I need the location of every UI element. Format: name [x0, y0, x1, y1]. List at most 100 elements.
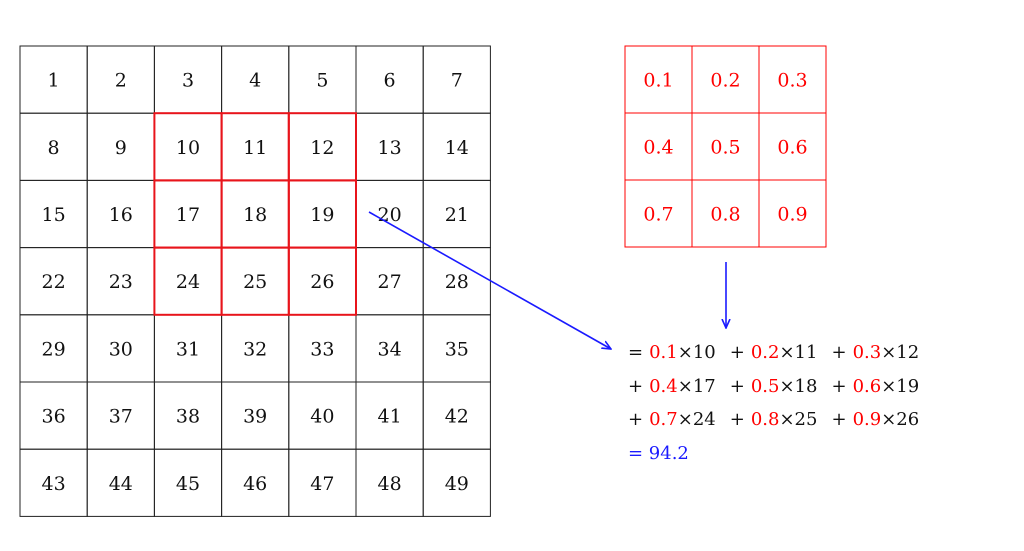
input-cell-value: 6	[384, 70, 396, 92]
input-cell-value: 14	[445, 137, 469, 159]
formula-operator: =	[628, 342, 644, 363]
input-cell-value: 23	[109, 271, 133, 293]
input-cell-value: 22	[42, 271, 66, 293]
input-cell-value: 42	[445, 406, 469, 428]
plus-sign: +	[729, 409, 745, 430]
formula-line: +0.7×24+0.8×25+0.9×26	[628, 403, 919, 437]
input-cell-value: 25	[243, 271, 267, 293]
term-value: ×10	[677, 342, 716, 363]
input-cell-value: 12	[310, 137, 334, 159]
input-cell-value: 44	[109, 473, 133, 495]
plus-sign: +	[729, 375, 745, 397]
kernel-weight: 0.4	[643, 137, 673, 159]
formula-operator: +	[628, 375, 644, 397]
plus-sign: +	[831, 409, 847, 430]
input-cell-value: 31	[176, 338, 200, 360]
input-cell-value: 15	[42, 204, 66, 226]
plus-sign: +	[831, 342, 847, 363]
input-cell-value: 48	[378, 473, 402, 495]
kernel-cell	[758, 179, 827, 248]
kernel-weight: 0.1	[643, 70, 673, 92]
input-cell-value: 10	[176, 137, 200, 159]
input-cell	[422, 448, 491, 517]
input-cell-value: 32	[243, 338, 267, 360]
term-value: ×25	[779, 409, 818, 430]
input-cell-value: 33	[310, 338, 334, 360]
input-cell-value: 3	[182, 70, 194, 92]
input-cell-value: 49	[445, 473, 469, 495]
receptive-field-highlight	[153, 112, 357, 316]
input-cell-value: 37	[109, 406, 133, 428]
input-cell-value: 35	[445, 338, 469, 360]
input-cell-value: 9	[115, 137, 127, 159]
input-cell-value: 45	[176, 473, 200, 495]
input-cell-value: 17	[176, 204, 200, 226]
input-cell-value: 30	[109, 338, 133, 360]
formula-term: 0.7×24	[649, 403, 716, 437]
formula-term: 0.2×11	[751, 336, 818, 370]
input-cell-value: 26	[310, 271, 334, 293]
input-cell-value: 46	[243, 473, 267, 495]
kernel-weight: 0.5	[710, 137, 740, 159]
input-cell-value: 40	[310, 406, 334, 428]
formula-line: =0.1×10 +0.2×11 +0.3×12	[628, 336, 919, 370]
formula-term: 0.3×12	[853, 336, 920, 370]
formula-line: +0.4×17+0.5×18+0.6×19	[628, 370, 919, 404]
input-cell-value: 20	[378, 204, 402, 226]
term-value: ×17	[677, 375, 716, 397]
input-cell-value: 2	[115, 70, 127, 92]
kernel-weight: 0.9	[777, 204, 807, 226]
formula-term: 0.6×19	[853, 370, 920, 404]
term-weight: 0.6	[852, 375, 882, 397]
kernel-weight: 0.6	[777, 137, 807, 159]
term-value: ×12	[881, 342, 920, 363]
term-value: ×18	[779, 375, 818, 397]
formula-result: = 94.2	[628, 442, 689, 464]
input-cell-value: 18	[243, 204, 267, 226]
term-weight: 0.2	[750, 342, 780, 363]
term-value: ×19	[881, 375, 920, 397]
input-cell-value: 19	[310, 204, 334, 226]
input-cell-value: 28	[445, 271, 469, 293]
input-cell-value: 43	[42, 473, 66, 495]
input-cell-value: 41	[378, 406, 402, 428]
kernel-weight: 0.7	[643, 204, 673, 226]
plus-sign: +	[831, 375, 847, 397]
input-cell-value: 4	[249, 70, 261, 92]
term-weight: 0.9	[852, 409, 882, 430]
formula-term: 0.1×10	[649, 336, 716, 370]
input-cell-value: 16	[109, 204, 133, 226]
input-cell-value: 8	[48, 137, 60, 159]
input-cell-value: 13	[378, 137, 402, 159]
input-cell-value: 24	[176, 271, 200, 293]
term-weight: 0.8	[750, 409, 780, 430]
formula-operator: +	[628, 409, 644, 430]
input-cell-value: 27	[378, 271, 402, 293]
term-value: ×11	[779, 342, 818, 363]
weighted-sum-formula: =0.1×10+0.2×11+0.3×12+0.4×17+0.5×18+0.6×…	[628, 336, 919, 470]
input-cell-value: 29	[42, 338, 66, 360]
kernel-weight: 0.2	[710, 70, 740, 92]
formula-term: 0.9×26	[853, 403, 920, 437]
term-value: ×26	[881, 409, 920, 430]
kernel-weight: 0.3	[777, 70, 807, 92]
kernel-weight: 0.8	[710, 204, 740, 226]
input-cell-value: 5	[316, 70, 328, 92]
highlight-cell	[287, 246, 357, 316]
input-cell-value: 36	[42, 406, 66, 428]
term-weight: 0.7	[649, 409, 678, 430]
term-weight: 0.1	[649, 342, 678, 363]
input-cell-value: 11	[243, 137, 267, 159]
kernel-grid: 0.1 0.2 0.3 0.4 0.5 0.6 0.7 0.8 0.9	[624, 45, 827, 248]
formula-term: 0.8×25	[751, 403, 818, 437]
input-cell-value: 7	[451, 70, 463, 92]
plus-sign: +	[729, 342, 745, 363]
arrow-to-formula	[368, 211, 611, 349]
input-cell-value: 39	[243, 406, 267, 428]
term-weight: 0.3	[852, 342, 882, 363]
input-cell-value: 1	[48, 70, 60, 92]
input-cell-value: 47	[310, 473, 334, 495]
input-cell-value: 38	[176, 406, 200, 428]
